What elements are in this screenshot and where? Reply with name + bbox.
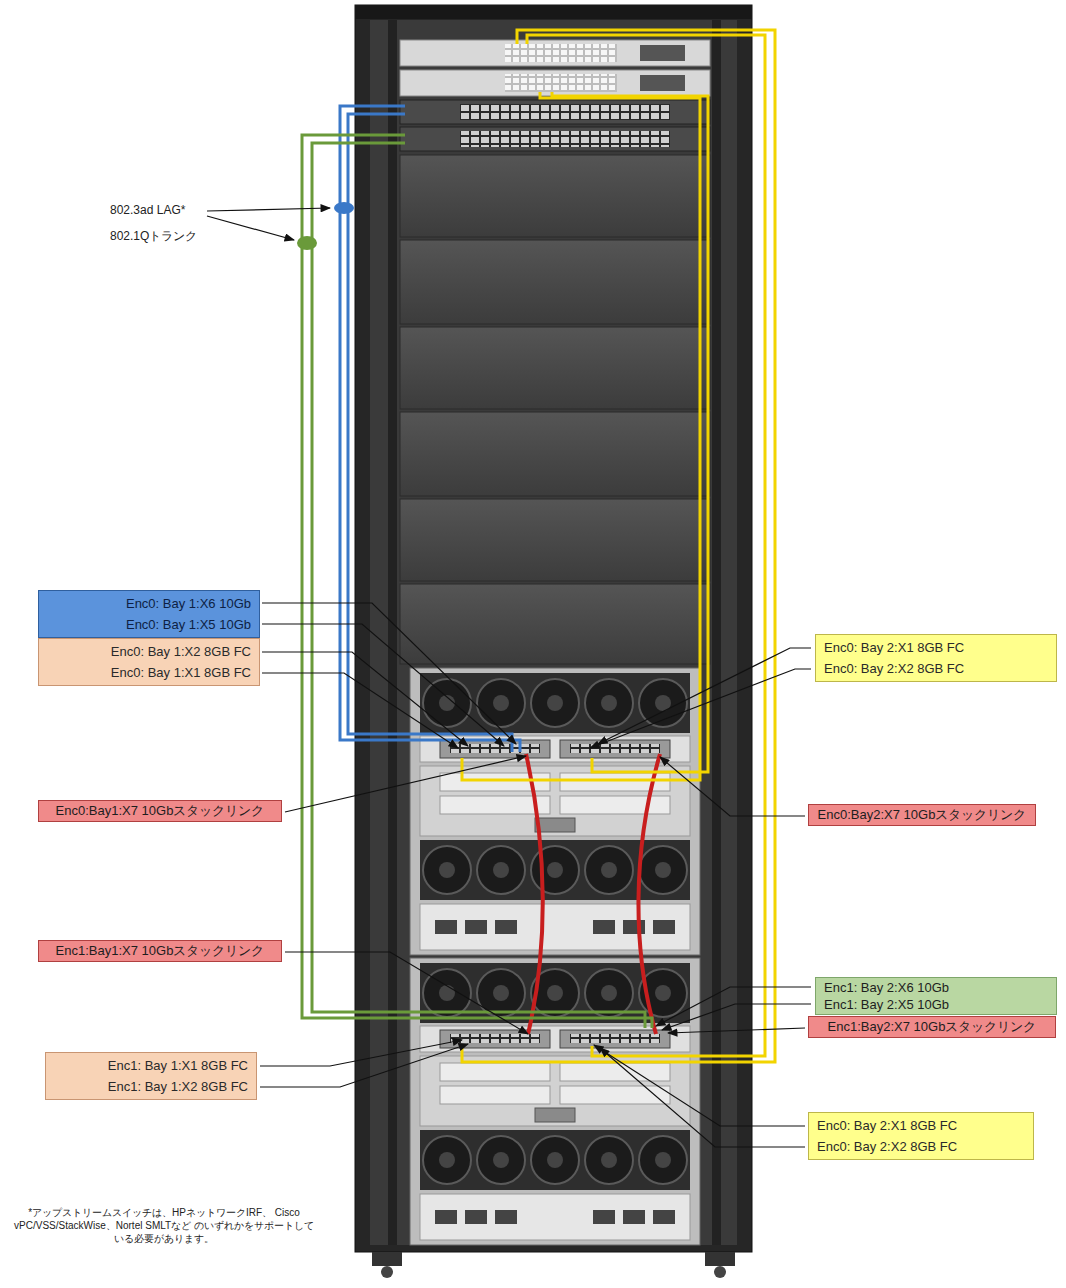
ethernet-cable	[340, 106, 520, 752]
port-label: Enc0:Bay1:X7 10Gbスタックリンク	[47, 802, 273, 820]
fc-switch	[640, 45, 685, 61]
ethernet-switch	[460, 104, 670, 120]
port-label: Enc1: Bay 2:X5 10Gb	[824, 996, 1048, 1013]
fc-switch	[505, 74, 617, 92]
ethernet-cable	[348, 114, 512, 752]
port-label: Enc0: Bay 1:X6 10Gb	[47, 593, 251, 614]
leader-line	[262, 673, 458, 748]
ethernet-cable	[334, 106, 520, 752]
fc-port-callout: Enc0: Bay 1:X2 8GB FCEnc0: Bay 1:X1 8GB …	[38, 638, 260, 686]
fc-cable	[462, 30, 775, 1062]
fc-cable	[527, 35, 765, 1056]
fc-switch	[640, 75, 685, 91]
port-label: Enc0: Bay 1:X5 10Gb	[47, 614, 251, 635]
ethernet-switch	[460, 131, 670, 147]
leader-line	[594, 1045, 805, 1126]
rack-frame	[714, 1266, 726, 1278]
ethernet-port-callout: Enc1: Bay 2:X6 10GbEnc1: Bay 2:X5 10Gb	[815, 977, 1057, 1015]
stack-cable	[526, 754, 660, 1034]
leader-line	[207, 208, 811, 1147]
leader-line	[207, 208, 330, 211]
ethernet-switch	[400, 100, 710, 124]
leader-line	[668, 1028, 805, 1033]
rack-frame	[355, 5, 752, 1252]
ethernet-cable	[297, 236, 317, 250]
rack-frame	[355, 5, 752, 1278]
port-label: Enc1: Bay 1:X2 8GB FC	[54, 1076, 248, 1097]
fc-switch	[400, 70, 710, 96]
leader-line	[207, 216, 294, 240]
stack-link-callout: Enc0:Bay2:X7 10Gbスタックリンク	[808, 804, 1036, 826]
leader-line	[260, 1044, 468, 1087]
port-label: Enc0: Bay 1:X2 8GB FC	[47, 641, 251, 662]
fc-cable	[462, 92, 700, 780]
leader-line	[285, 756, 526, 812]
fc-port-callout: Enc0: Bay 2:X1 8GB FCEnc0: Bay 2:X2 8GB …	[815, 634, 1057, 682]
annotation-label: 802.3ad LAG*	[110, 203, 185, 219]
stack-cable	[638, 754, 660, 1034]
leader-line	[262, 624, 504, 746]
blank-panel	[400, 499, 710, 581]
leader-line	[598, 648, 811, 744]
blank-panel	[400, 240, 710, 324]
port-label: Enc0: Bay 1:X1 8GB FC	[47, 662, 251, 683]
port-label: Enc0: Bay 2:X1 8GB FC	[824, 637, 1048, 658]
fc-port-callout: Enc0: Bay 2:X1 8GB FCEnc0: Bay 2:X2 8GB …	[808, 1112, 1034, 1160]
rack-frame	[705, 1252, 735, 1266]
fc-switch	[505, 44, 617, 62]
blank-panel	[400, 412, 710, 496]
ethernet-cable	[334, 202, 354, 214]
blank-panel	[400, 327, 710, 409]
port-label: Enc0: Bay 2:X2 8GB FC	[817, 1136, 1025, 1157]
port-label: Enc0:Bay2:X7 10Gbスタックリンク	[817, 806, 1027, 824]
blank-panel	[400, 155, 710, 664]
leader-line	[600, 1048, 805, 1147]
port-label: Enc0: Bay 2:X2 8GB FC	[824, 658, 1048, 679]
leader-line	[260, 1040, 462, 1066]
rack-frame	[381, 1266, 393, 1278]
fc-cable	[552, 92, 708, 772]
rack-frame	[355, 5, 752, 19]
leader-line	[285, 952, 528, 1034]
stack-link-callout: Enc1:Bay1:X7 10Gbスタックリンク	[38, 940, 282, 962]
port-label: Enc1:Bay1:X7 10Gbスタックリンク	[47, 942, 273, 960]
port-label: Enc1: Bay 1:X1 8GB FC	[54, 1055, 248, 1076]
blade-enclosure	[410, 958, 700, 1245]
leader-line	[262, 652, 468, 746]
blade-enclosure	[410, 668, 700, 955]
stack-link-callout: Enc1:Bay2:X7 10Gbスタックリンク	[808, 1016, 1056, 1038]
annotation-label: 802.1Qトランク	[110, 229, 197, 245]
fc-cable	[462, 30, 775, 1062]
rack-frame	[372, 1252, 402, 1266]
blank-panel	[400, 584, 710, 664]
fc-port-callout: Enc1: Bay 1:X1 8GB FCEnc1: Bay 1:X2 8GB …	[45, 1052, 257, 1100]
ethernet-port-callout: Enc0: Bay 1:X6 10GbEnc0: Bay 1:X5 10Gb	[38, 590, 260, 638]
port-label: Enc0: Bay 2:X1 8GB FC	[817, 1115, 1025, 1136]
leader-line	[590, 669, 811, 748]
stack-cable	[526, 754, 543, 1034]
port-label: Enc1: Bay 2:X6 10Gb	[824, 979, 1048, 996]
ethernet-cable	[302, 135, 652, 1028]
footnote: *アップストリームスイッチは、HPネットワークIRF、 Cisco vPC/VS…	[14, 1206, 314, 1245]
blank-panel	[400, 155, 710, 237]
stack-link-callout: Enc0:Bay1:X7 10Gbスタックリンク	[38, 800, 282, 822]
rack-frame	[388, 20, 397, 1245]
leader-line	[660, 757, 805, 816]
fc-switch	[400, 40, 710, 66]
fc-switch	[400, 40, 710, 96]
port-label: Enc1:Bay2:X7 10Gbスタックリンク	[817, 1018, 1047, 1036]
leader-line	[656, 987, 811, 1026]
ethernet-switch	[400, 127, 710, 151]
ethernet-switch	[400, 100, 710, 151]
ethernet-cable	[312, 143, 645, 1028]
ethernet-cable	[297, 135, 652, 1028]
leader-line	[662, 1004, 811, 1030]
